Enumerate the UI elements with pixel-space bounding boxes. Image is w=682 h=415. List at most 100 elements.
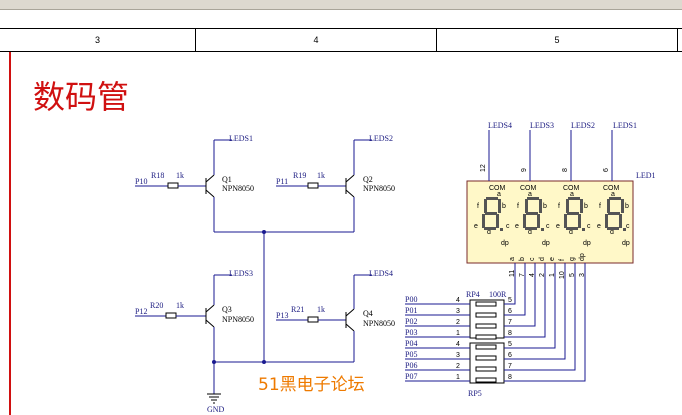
bottom-letter-5: f (559, 259, 566, 261)
rp4-pin: 7 (508, 319, 512, 326)
seg-label-a: a (528, 191, 532, 198)
rp5-pin: 8 (508, 374, 512, 381)
net-leds2: LEDS2 (369, 134, 393, 143)
resistor-r18-value: 1k (176, 171, 184, 180)
rp5-pin: 4 (456, 341, 460, 348)
ref-q4: Q4 (363, 309, 373, 318)
seg-label-d: d (487, 229, 491, 236)
seg-label-e: e (515, 223, 519, 230)
toolbar-strip (0, 0, 682, 10)
net-p11: P11 (276, 177, 288, 186)
com-label: COM (489, 185, 506, 192)
bottom-letter-3: d (539, 257, 546, 261)
seg-label-b: b (625, 203, 629, 210)
bottom-pin-6: 5 (569, 273, 576, 277)
emitter-bus: GND (207, 230, 354, 414)
rp4-pin: 4 (456, 297, 460, 304)
net-p13: P13 (276, 311, 288, 320)
display-bottom-pins: 11 7 4 2 1 10 5 3 a b c d e f g dp (509, 253, 586, 283)
digit-2: COM a f b e c d dp (515, 185, 550, 247)
net-p10: P10 (135, 177, 147, 186)
rp4-pin: 6 (508, 308, 512, 315)
net-p07: P07 (405, 372, 417, 381)
resistor-network-rp5: RP5 P04 P05 P06 P07 4 3 2 1 5 6 7 8 (405, 339, 512, 398)
net-p12: P12 (135, 307, 147, 316)
rp5-pin: 6 (508, 352, 512, 359)
ref-q2: Q2 (363, 175, 373, 184)
sheet-ruler: 3 4 5 (0, 28, 682, 52)
bottom-letter-1: b (519, 257, 526, 261)
bottom-pin-0: 11 (509, 270, 516, 277)
seg-label-e: e (474, 223, 478, 230)
transistor-q1: P10 R18 1k LEDS1 Q1 NPN8050 (135, 134, 254, 232)
seg-label-d: d (610, 229, 614, 236)
resistor-r19-value: 1k (317, 171, 325, 180)
display-net-2: LEDS2 (571, 121, 595, 130)
transistor-q4: P13 R21 1k LEDS4 Q4 NPN8050 (276, 269, 395, 362)
ruler-cell-5: 5 (437, 29, 678, 51)
bottom-letter-7: dp (579, 253, 586, 261)
seg-label-dp: dp (501, 240, 509, 247)
part-q4: NPN8050 (363, 319, 395, 328)
resistor-r19: R19 (293, 171, 306, 180)
bottom-pin-2: 4 (529, 273, 536, 277)
net-leds1: LEDS1 (229, 134, 253, 143)
seg-label-a: a (570, 191, 574, 198)
seven-segment-display: LED1 LEDS4 LEDS3 LEDS2 LEDS1 12 9 8 6 CO… (466, 121, 656, 283)
seg-label-c: c (587, 223, 591, 230)
rp5-pin: 1 (456, 374, 460, 381)
display-ref: LED1 (636, 171, 656, 180)
net-p01: P01 (405, 306, 417, 315)
gnd-label: GND (207, 405, 225, 414)
bottom-pin-4: 1 (549, 273, 556, 277)
page-margin (0, 10, 682, 28)
seg-label-b: b (543, 203, 547, 210)
bottom-pin-3: 2 (539, 273, 546, 277)
seg-label-dp: dp (622, 240, 630, 247)
seg-label-d: d (569, 229, 573, 236)
display-top-pin-3: 6 (603, 168, 610, 172)
seg-label-a: a (611, 191, 615, 198)
segment-bus-wires (405, 283, 586, 382)
net-p06: P06 (405, 361, 417, 370)
display-top-pin-0: 12 (480, 164, 487, 172)
seg-label-c: c (506, 223, 510, 230)
net-p04: P04 (405, 339, 417, 348)
bottom-letter-4: e (549, 257, 556, 261)
rp4-pin: 8 (508, 330, 512, 337)
net-p02: P02 (405, 317, 417, 326)
rp4-pin: 1 (456, 330, 460, 337)
rp4-pin: 5 (508, 297, 512, 304)
part-q2: NPN8050 (363, 184, 395, 193)
seg-label-f: f (477, 203, 479, 210)
rp5-pin: 5 (508, 341, 512, 348)
display-net-0: LEDS4 (488, 121, 512, 130)
seg-label-f: f (517, 203, 519, 210)
com-label-2: COM (520, 185, 537, 192)
digit-4: COM a f b e c d dp (597, 185, 630, 247)
seg-label-b: b (584, 203, 588, 210)
ruler-cell-4: 4 (196, 29, 437, 51)
digit-3: COM a f b e c d dp (556, 185, 591, 247)
seg-label-b: b (502, 203, 506, 210)
ruler-cell-3: 3 (0, 29, 196, 51)
resistor-r18: R18 (151, 171, 164, 180)
net-leds3: LEDS3 (229, 269, 253, 278)
resistor-r20: R20 (150, 301, 163, 310)
ref-q1: Q1 (222, 175, 232, 184)
ref-q3: Q3 (222, 305, 232, 314)
seg-label-a: a (497, 191, 501, 198)
net-p05: P05 (405, 350, 417, 359)
transistor-q3: P12 R20 1k LEDS3 Q3 NPN8050 (135, 269, 254, 394)
resistor-network-rp4: RP4 100R P00 P01 P02 P03 4 3 2 1 5 6 7 8 (405, 290, 512, 340)
seg-label-c: c (626, 223, 630, 230)
bottom-pin-1: 7 (519, 273, 526, 277)
resistor-r21-value: 1k (317, 305, 325, 314)
com-label-3: COM (563, 185, 580, 192)
page-title: 数码管 (33, 78, 129, 116)
rp4-pin: 3 (456, 308, 460, 315)
seg-label-d: d (528, 229, 532, 236)
seg-label-dp: dp (583, 240, 591, 247)
rp5-pin: 2 (456, 363, 460, 370)
